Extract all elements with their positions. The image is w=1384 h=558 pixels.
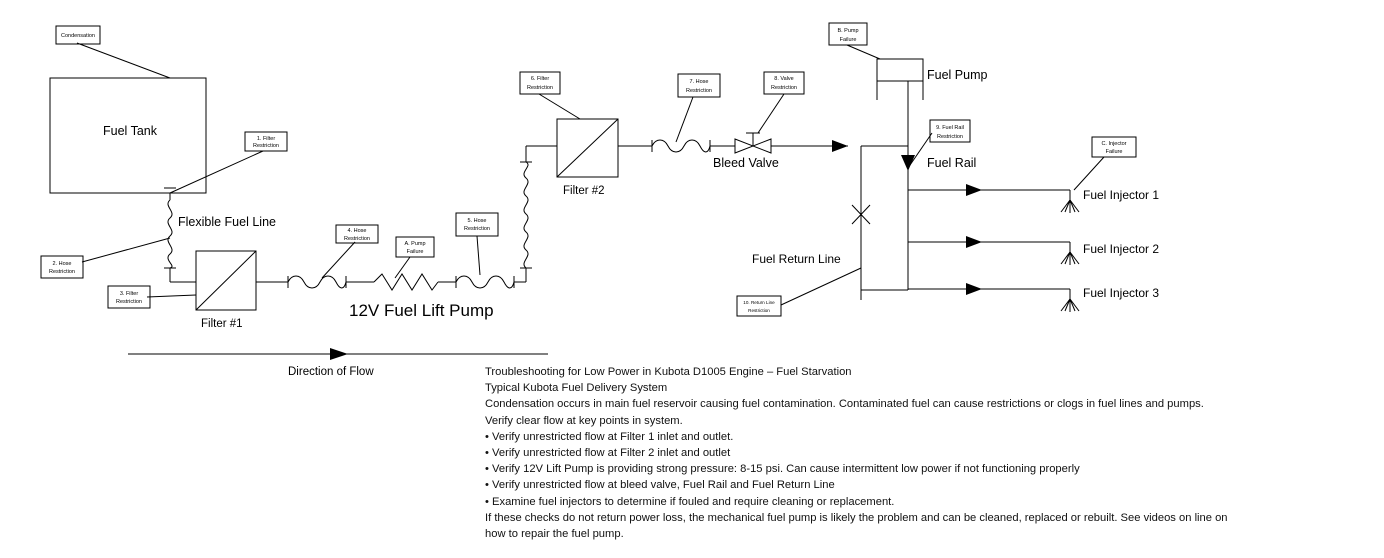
fuel-tank (49, 77, 207, 194)
notes-bullet-2: Verify unrestricted flow at Filter 2 inl… (485, 445, 1375, 461)
bleed-valve-label: Bleed Valve (713, 156, 779, 170)
flexible-fuel-line (167, 199, 173, 269)
lift-pump-symbol (373, 273, 439, 291)
fuel-injector-2-symbol (1060, 242, 1080, 265)
callout-hose-restriction-5 (455, 212, 499, 237)
direction-of-flow-arrow (330, 348, 348, 360)
callout-pump-failure-a (395, 236, 435, 258)
fuel-tank-label: Fuel Tank (103, 124, 158, 138)
callout-hose-restriction-7 (677, 73, 721, 98)
notes-conclusion-1: If these checks do not return power loss… (485, 511, 1228, 524)
callout-fuel-rail-restriction-9-line2: Restriction (937, 134, 963, 140)
callout-hose-restriction-5-line2: Restriction (464, 226, 490, 232)
callout-valve-restriction-8 (763, 71, 805, 95)
notes-intro: Condensation occurs in main fuel reservo… (485, 398, 1204, 411)
fuel-injector-3-label: Fuel Injector 3 (1083, 286, 1159, 300)
callout-injector-failure-c-line2: Failure (1106, 149, 1123, 155)
flexible-line-2 (523, 161, 529, 269)
fuel-pump (876, 58, 924, 82)
callout-filter-restriction-1 (244, 131, 288, 152)
callout-filter-restriction-6-line2: Restriction (527, 85, 553, 91)
callout-valve-restriction-8-line2: Restriction (771, 85, 797, 91)
callout-valve-restriction-8-line1: 8. Valve (774, 76, 793, 82)
callout-filter-restriction-3-line2: Restriction (116, 299, 142, 305)
notes-verify: Verify clear flow at key points in syste… (485, 414, 683, 427)
callout-return-line-restriction-10-line2: Restriction (748, 308, 770, 313)
notes-title: Troubleshooting for Low Power in Kubota … (485, 366, 852, 378)
filter-2 (556, 118, 619, 178)
callout-filter-restriction-3-line1: 3. Filter (120, 291, 139, 297)
callout-filter-restriction-1-line2: Restriction (253, 143, 279, 149)
callout-fuel-rail-restriction-9-line1: 9. Fuel Rail (936, 125, 964, 131)
callout-filter-restriction-6-line1: 6. Filter (531, 76, 550, 82)
filter-1-label: Filter #1 (201, 318, 243, 330)
notes-bullet-3: Verify 12V Lift Pump is providing strong… (485, 461, 1375, 477)
callout-hose-restriction-2-line1: 2. Hose (53, 261, 72, 267)
callout-pump-failure-b-line2: Failure (840, 37, 857, 43)
fuel-return-line-label: Fuel Return Line (752, 252, 841, 266)
callout-hose-restriction-4 (335, 224, 379, 244)
flow-arrow-injector-3 (966, 283, 982, 295)
hose-5 (455, 275, 515, 289)
callout-return-line-restriction-10-line1: 10. Return Line (743, 300, 775, 305)
callout-hose-restriction-7-line2: Restriction (686, 88, 712, 94)
direction-of-flow-label: Direction of Flow (288, 366, 374, 378)
filter-1 (195, 250, 257, 311)
troubleshooting-notes: Troubleshooting for Low Power in Kubota … (485, 364, 1375, 542)
callout-filter-restriction-3 (107, 285, 151, 309)
flow-arrow-injector-1 (966, 184, 982, 196)
notes-bullet-1: Verify unrestricted flow at Filter 1 inl… (485, 429, 1375, 445)
bleed-valve (734, 138, 772, 154)
lift-pump-label: 12V Fuel Lift Pump (349, 301, 494, 320)
callout-pump-failure-b (828, 22, 868, 46)
callout-hose-restriction-4-line2: Restriction (344, 236, 370, 242)
flow-arrow-injector-2 (966, 236, 982, 248)
fuel-injector-1-symbol (1060, 190, 1080, 213)
fuel-injector-1-label: Fuel Injector 1 (1083, 188, 1159, 202)
fuel-injector-3-symbol (1060, 289, 1080, 312)
callout-return-line-restriction-10 (736, 295, 782, 317)
callout-hose-restriction-2 (40, 255, 84, 279)
callout-pump-failure-a-line1: A. Pump (404, 241, 425, 247)
hose-4 (287, 275, 347, 289)
callout-hose-restriction-5-line1: 5. Hose (468, 218, 487, 224)
notes-conclusion-2: how to repair the fuel pump. (485, 528, 624, 541)
fuel-pump-label: Fuel Pump (927, 68, 987, 82)
callout-injector-failure-c (1091, 136, 1137, 158)
callout-filter-restriction-1-line1: 1. Filter (257, 136, 276, 142)
flow-arrow-bleed (832, 140, 848, 152)
notes-bullet-4: Verify unrestricted flow at bleed valve,… (485, 477, 1375, 493)
flexible-fuel-line-label: Flexible Fuel Line (178, 215, 276, 229)
flow-arrow-rail (901, 155, 915, 171)
callout-pump-failure-a-line2: Failure (407, 249, 424, 255)
filter-2-label: Filter #2 (563, 185, 605, 197)
fuel-injector-2-label: Fuel Injector 2 (1083, 242, 1159, 256)
callout-hose-restriction-7-line1: 7. Hose (690, 79, 709, 85)
notes-subtitle: Typical Kubota Fuel Delivery System (485, 382, 668, 395)
callout-condensation (55, 25, 101, 45)
callout-filter-restriction-6 (519, 71, 561, 95)
callout-pump-failure-b-line1: B. Pump (837, 28, 858, 34)
callout-injector-failure-c-line1: C. Injector (1101, 141, 1126, 147)
notes-bullet-5: Examine fuel injectors to determine if f… (485, 494, 1375, 510)
callout-fuel-rail-restriction-9 (929, 119, 971, 143)
hose-7 (651, 139, 711, 153)
callout-condensation-text: Condensation (61, 33, 95, 39)
fuel-rail-label: Fuel Rail (927, 156, 976, 170)
callout-hose-restriction-2-line2: Restriction (49, 269, 75, 275)
callout-hose-restriction-4-line1: 4. Hose (348, 228, 367, 234)
